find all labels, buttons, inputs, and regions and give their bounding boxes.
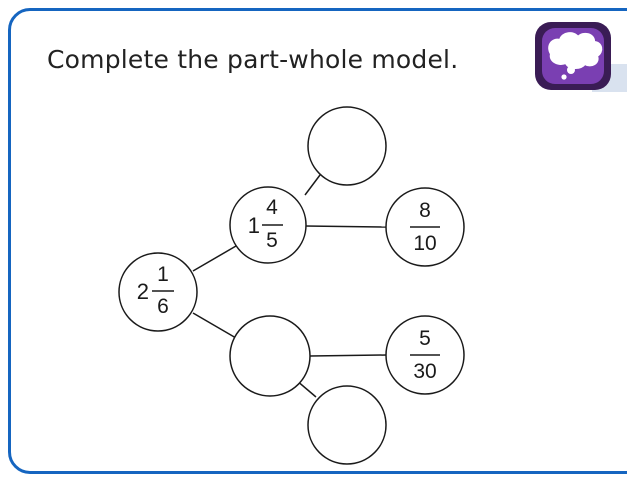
numerator: 1: [157, 263, 169, 286]
fraction-upper-right: 8 10: [410, 199, 440, 255]
whole-number: 2: [137, 279, 149, 304]
fraction-lower-right: 5 30: [410, 327, 440, 383]
circle-lower-bottom[interactable]: [307, 385, 387, 465]
circle-upper-top[interactable]: [307, 106, 387, 186]
thought-bubble-icon: [548, 32, 603, 80]
numerator: 5: [419, 327, 431, 350]
line-whole-upper: [192, 245, 237, 272]
numerator: 4: [266, 196, 278, 219]
numerator: 8: [419, 199, 431, 222]
denominator: 5: [266, 229, 278, 252]
denominator: 30: [413, 360, 436, 383]
line-lower-right: [309, 354, 387, 357]
line-upper-right: [304, 225, 387, 228]
question-card: [8, 8, 627, 474]
mixed-number-whole: 2 1 6: [137, 263, 174, 318]
mixed-number-upper-part: 1 4 5: [248, 196, 283, 252]
denominator: 10: [413, 232, 436, 255]
line-whole-lower: [192, 312, 237, 339]
circle-whole: [118, 252, 198, 332]
circle-lower-part[interactable]: [229, 315, 311, 397]
instruction-text: Complete the part-whole model.: [47, 45, 459, 74]
denominator: 6: [157, 295, 169, 318]
line-upper-top: [304, 174, 321, 196]
whole-number: 1: [248, 213, 260, 238]
